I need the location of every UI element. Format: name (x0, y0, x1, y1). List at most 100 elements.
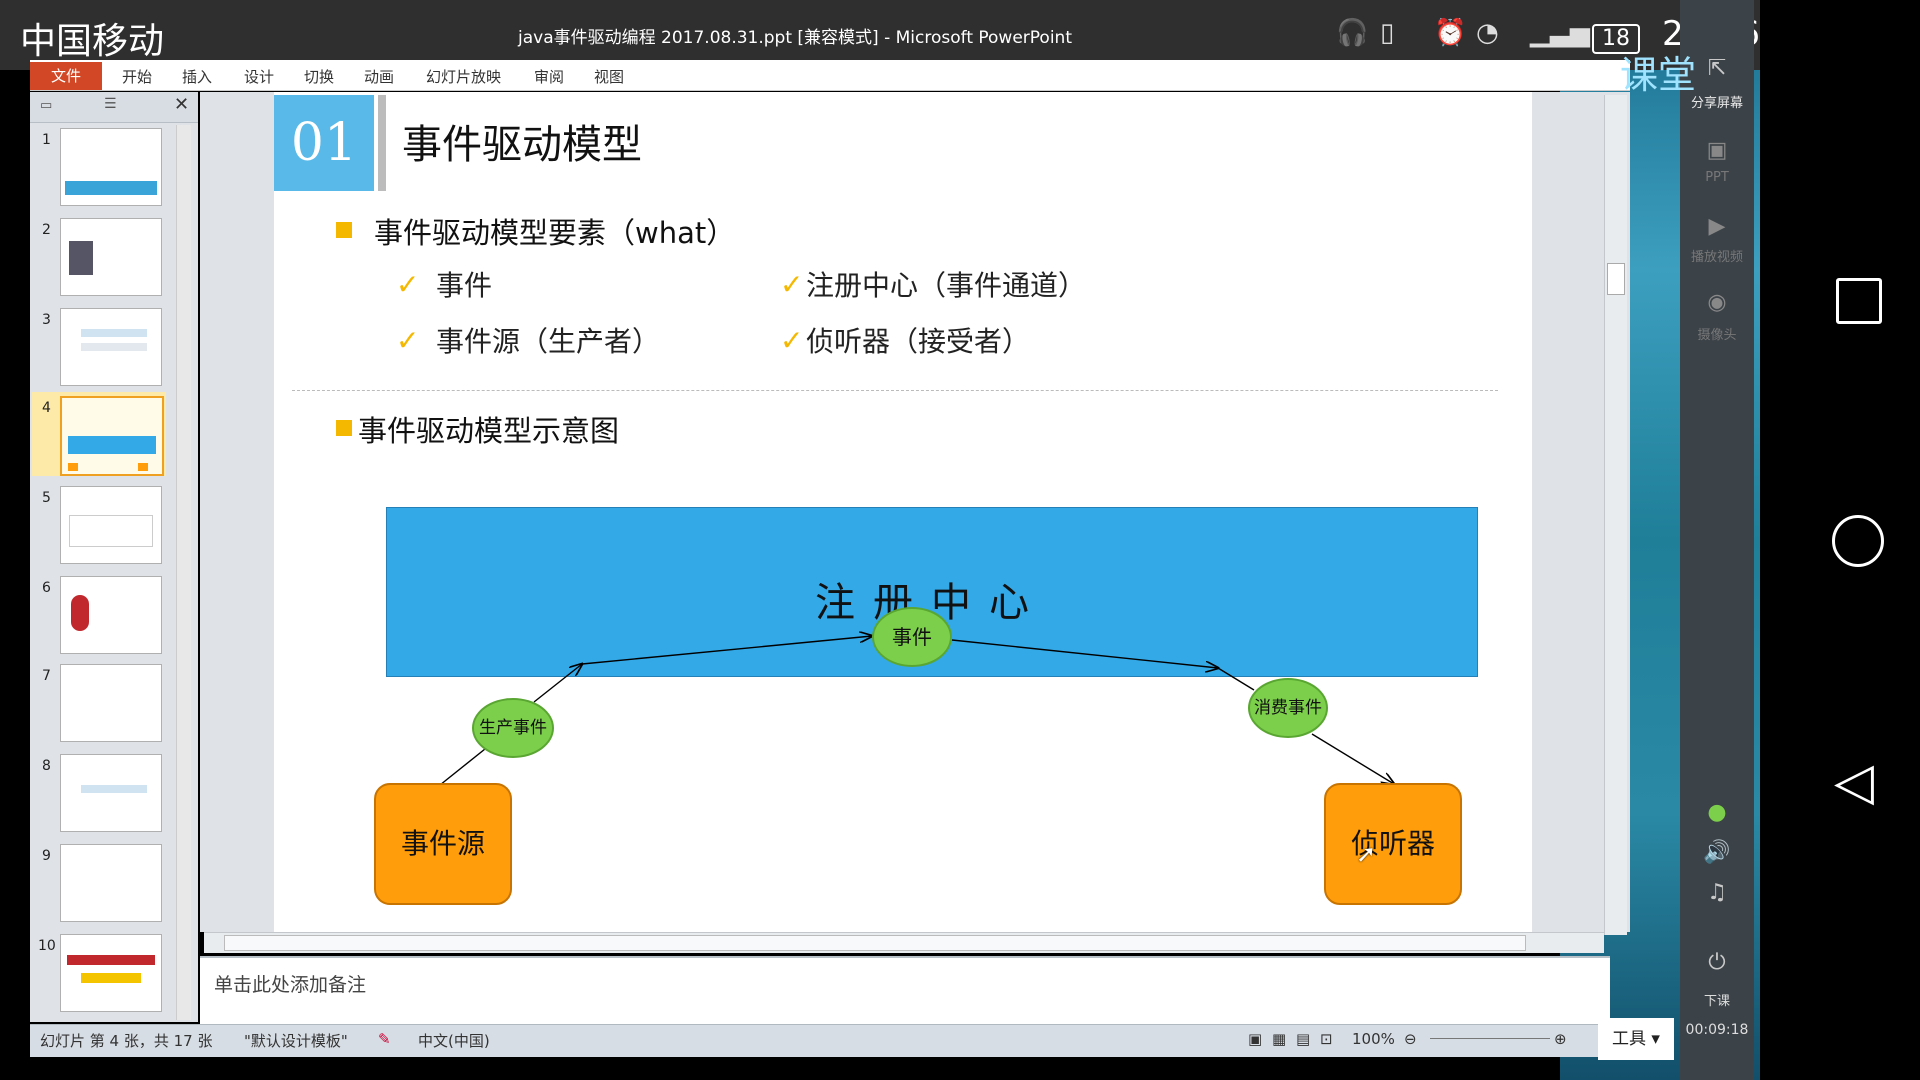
reading-view-icon[interactable]: ▤ (1296, 1030, 1311, 1048)
tab-animations[interactable]: 动画 (364, 68, 395, 86)
tab-slideshow[interactable]: 幻灯片放映 (426, 68, 502, 86)
ppt-icon[interactable]: ▣ (1706, 138, 1728, 163)
carrier-name: 中国移动 (20, 21, 165, 62)
tab-insert[interactable]: 插入 (182, 68, 213, 86)
slide-thumbnail-9[interactable] (60, 844, 162, 922)
camera-label: 摄像头 (1697, 328, 1737, 343)
tools-button[interactable]: 工具 ▾ (1598, 1018, 1674, 1060)
slide-thumbnail-2[interactable] (60, 218, 162, 296)
slide-title: 事件驱动模型 (402, 122, 642, 168)
tab-view[interactable]: 视图 (594, 68, 625, 86)
slideshow-view-icon[interactable]: ⊡ (1320, 1030, 1333, 1048)
outline-view-icon[interactable]: ☰ (104, 96, 117, 112)
zoom-slider[interactable] (1430, 1038, 1550, 1039)
list-item: 事件 (436, 269, 493, 302)
section-number: 01 (274, 95, 374, 191)
share-screen-icon[interactable]: ⇱ (1707, 56, 1727, 81)
recent-apps-button[interactable] (1836, 278, 1882, 324)
consume-event-node[interactable]: 消费事件 (1248, 678, 1328, 738)
thumb-number: 2 (42, 222, 51, 238)
thumbnail-scrollbar[interactable] (176, 125, 191, 1020)
slide-thumbnail-10[interactable] (60, 934, 162, 1012)
speaker-icon[interactable]: 🔊 (1703, 840, 1731, 865)
event-source-box[interactable]: 事件源 (374, 783, 512, 905)
thumb-number: 4 (42, 400, 51, 416)
list-item: 侦听器（接受者） (806, 325, 1031, 358)
back-icon[interactable]: ◁ (1834, 752, 1874, 812)
signal-icon: ▁▃▅ (1530, 18, 1590, 48)
video-icon[interactable]: ▶ (1708, 214, 1726, 239)
ribbon-bar (30, 60, 1630, 91)
notes-placeholder: 单击此处添加备注 (214, 974, 367, 996)
close-icon[interactable]: ✕ (174, 94, 190, 115)
zoom-out-icon[interactable]: ⊖ (1404, 1030, 1417, 1048)
thumb-number: 6 (42, 580, 51, 596)
sorter-view-icon[interactable]: ▦ (1272, 1030, 1287, 1048)
list-item: 注册中心（事件通道） (806, 269, 1087, 302)
list-item: 事件源（生产者） (436, 325, 661, 358)
notes-pane[interactable] (200, 956, 1610, 1026)
check-icon: ✓ (396, 268, 420, 301)
bullet-heading: 事件驱动模型示意图 (358, 414, 620, 448)
tab-transitions[interactable]: 切换 (304, 68, 335, 86)
tools-label: 工具 (1612, 1029, 1647, 1049)
check-icon: ✓ (780, 324, 804, 357)
app-status-bar (30, 1024, 1630, 1057)
home-button[interactable] (1832, 515, 1884, 567)
event-node[interactable]: 事件 (872, 607, 952, 667)
tab-home[interactable]: 开始 (122, 68, 153, 86)
slide-thumbnail-8[interactable] (60, 754, 162, 832)
zoom-in-icon[interactable]: ⊕ (1554, 1030, 1567, 1048)
microphone-icon[interactable]: ● (1707, 800, 1727, 825)
template-name: "默认设计模板" (244, 1032, 348, 1050)
classroom-logo: 课堂 (1620, 53, 1697, 97)
language[interactable]: 中文(中国) (418, 1032, 490, 1050)
classroom-sidebar (1680, 0, 1754, 1080)
alarm-icon: ⏰ (1434, 18, 1467, 48)
slide-thumbnail-6[interactable] (60, 576, 162, 654)
slides-view-icon[interactable]: ▭ (40, 98, 53, 113)
slide-thumbnail-7[interactable] (60, 664, 162, 742)
tab-review[interactable]: 审阅 (534, 68, 565, 86)
video-label: 播放视频 (1690, 250, 1743, 265)
normal-view-icon[interactable]: ▣ (1248, 1030, 1263, 1048)
slide-vertical-scrollbar[interactable] (1604, 95, 1627, 935)
window-title: java事件驱动编程 2017.08.31.ppt [兼容模式] - Micro… (518, 28, 1072, 48)
thumb-number: 10 (38, 938, 56, 954)
end-class-icon[interactable]: ⏻ (1708, 950, 1726, 975)
mouse-cursor-icon: ➚ (1356, 840, 1377, 868)
thumb-number: 3 (42, 312, 51, 328)
battery-indicator: 18 (1592, 24, 1640, 54)
bullet-square (336, 222, 352, 238)
phone-status-bar (0, 0, 1760, 70)
music-icon[interactable]: ♫ (1707, 880, 1727, 905)
ppt-label: PPT (1705, 170, 1729, 185)
thumb-number: 9 (42, 848, 51, 864)
spellcheck-icon[interactable]: ✎ (378, 1030, 391, 1048)
share-screen-label: 分享屏幕 (1690, 96, 1743, 111)
slide-thumbnail-3[interactable] (60, 308, 162, 386)
slide-thumbnail-5[interactable] (60, 486, 162, 564)
produce-event-node[interactable]: 生产事件 (472, 698, 554, 758)
tab-design[interactable]: 设计 (244, 68, 275, 86)
vibrate-icon: ▯ (1380, 18, 1395, 48)
file-tab[interactable]: 文件 (30, 62, 102, 90)
slide-thumbnail-4[interactable] (60, 396, 164, 476)
slide-horizontal-scrollbar[interactable] (204, 932, 1604, 953)
slide-thumbnail-1[interactable] (60, 128, 162, 206)
thumb-number: 1 (42, 132, 51, 148)
bullet-heading: 事件驱动模型要素（what） (374, 216, 736, 250)
listener-box[interactable]: 侦听器 (1324, 783, 1462, 905)
zoom-level[interactable]: 100% (1352, 1030, 1395, 1048)
bullet-square (336, 420, 352, 436)
camera-icon[interactable]: ◉ (1707, 290, 1727, 315)
end-class-label[interactable]: 下课 (1703, 994, 1730, 1009)
check-icon: ✓ (396, 324, 420, 357)
thumb-number: 8 (42, 758, 51, 774)
title-divider (378, 95, 386, 191)
divider-line (292, 390, 1498, 391)
wifi-icon: ◔ (1476, 18, 1499, 48)
thumb-number: 7 (42, 668, 51, 684)
slide-count: 幻灯片 第 4 张，共 17 张 (40, 1032, 213, 1050)
